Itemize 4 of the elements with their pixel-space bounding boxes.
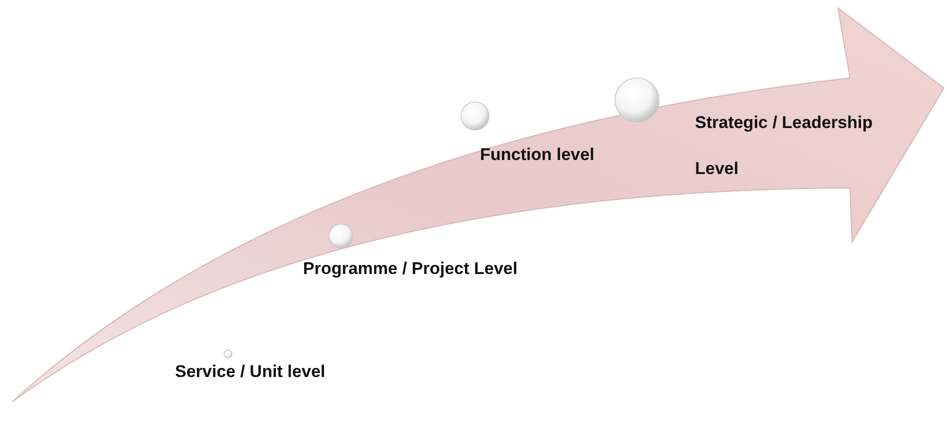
level-label: Programme / Project Level [303,259,518,279]
level-label: Function level [480,145,594,165]
level-label: Strategic / Leadership Level [695,112,874,180]
level-label: Service / Unit level [175,362,326,382]
